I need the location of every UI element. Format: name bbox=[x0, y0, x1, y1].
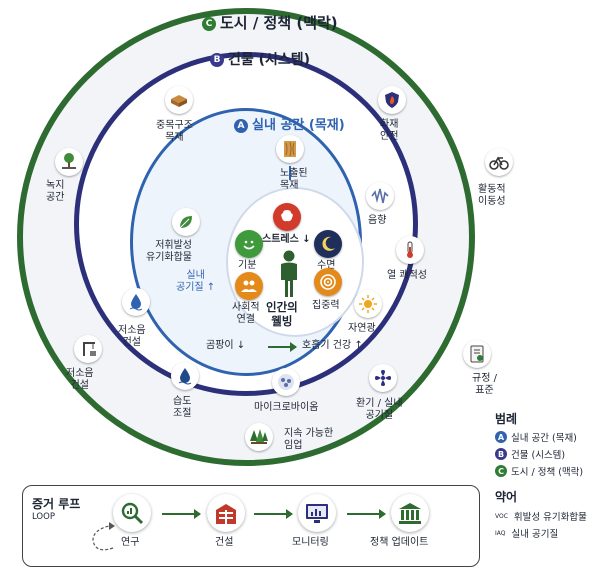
loop-policy-label: 정책 업데이트 bbox=[370, 537, 429, 548]
monitoring-icon bbox=[298, 494, 336, 532]
sound-wave-icon bbox=[366, 182, 394, 210]
focus-label: 집중력 bbox=[312, 300, 340, 311]
thermometer-icon bbox=[396, 236, 424, 264]
badge-b: B bbox=[210, 53, 224, 67]
construction-icon bbox=[207, 494, 245, 532]
lumber-stack-icon bbox=[165, 86, 193, 114]
mold-to-respiratory-arrow bbox=[268, 342, 297, 352]
regulation-label: 규정 /표준 bbox=[472, 373, 497, 396]
moon-icon bbox=[314, 230, 342, 258]
abbr-title: 약어 bbox=[495, 490, 518, 504]
mold-label: 곰팡이 ↓ bbox=[206, 340, 246, 351]
sleep-label: 수면 bbox=[317, 260, 336, 271]
water-drop-icon bbox=[122, 288, 150, 316]
fan-icon bbox=[369, 364, 397, 392]
bicycle-icon bbox=[485, 148, 513, 176]
microbiome-label: 마이크로바이옴 bbox=[254, 402, 319, 413]
leaf-icon bbox=[172, 208, 200, 236]
wood-down-arrow bbox=[289, 166, 291, 180]
checklist-icon bbox=[463, 340, 491, 368]
humidity-drop-icon bbox=[171, 362, 199, 390]
brain-icon bbox=[273, 203, 301, 231]
policy-building-icon bbox=[391, 494, 429, 532]
badge-a: A bbox=[234, 118, 248, 133]
monitoring-to-policy-arrow bbox=[347, 509, 386, 519]
fire-shield-icon bbox=[378, 86, 406, 114]
loop-monitoring-label: 모니터링 bbox=[292, 537, 329, 548]
mood-label: 기분 bbox=[238, 260, 257, 271]
daylight-label: 자연광 bbox=[348, 323, 376, 334]
wood-panel-icon bbox=[276, 135, 304, 163]
target-icon bbox=[314, 268, 342, 296]
respiratory-label: 호흡기 건강 ↑ bbox=[302, 340, 363, 351]
loop-subtitle: LOOP bbox=[32, 512, 55, 522]
legend-badge-a: A bbox=[495, 431, 507, 443]
microbe-icon bbox=[272, 368, 300, 396]
legend-badge-c: C bbox=[495, 465, 507, 477]
loop-research-label: 연구 bbox=[121, 537, 140, 548]
research-to-construction-arrow bbox=[162, 509, 201, 519]
loop-title: 증거 루프 bbox=[32, 497, 81, 511]
loop-construction-label: 건설 bbox=[215, 537, 234, 548]
thermal-label: 열 쾌적성 bbox=[387, 270, 427, 281]
crane-icon bbox=[74, 335, 102, 363]
people-icon bbox=[235, 272, 263, 300]
research-icon bbox=[113, 494, 151, 532]
tree-bench-icon bbox=[55, 148, 83, 176]
sun-icon bbox=[354, 290, 382, 318]
smile-icon bbox=[235, 230, 263, 258]
badge-c: C bbox=[202, 16, 216, 31]
person-icon bbox=[276, 250, 302, 298]
legend-badge-b: B bbox=[495, 448, 507, 460]
acoustics-label: 음향 bbox=[368, 215, 387, 226]
legend-title: 범례 bbox=[495, 412, 518, 426]
loop-return-arrow bbox=[92, 522, 115, 551]
forest-icon bbox=[245, 423, 273, 451]
construction-to-monitoring-arrow bbox=[254, 509, 293, 519]
stress-label: 스트레스 ↓ bbox=[262, 234, 311, 245]
